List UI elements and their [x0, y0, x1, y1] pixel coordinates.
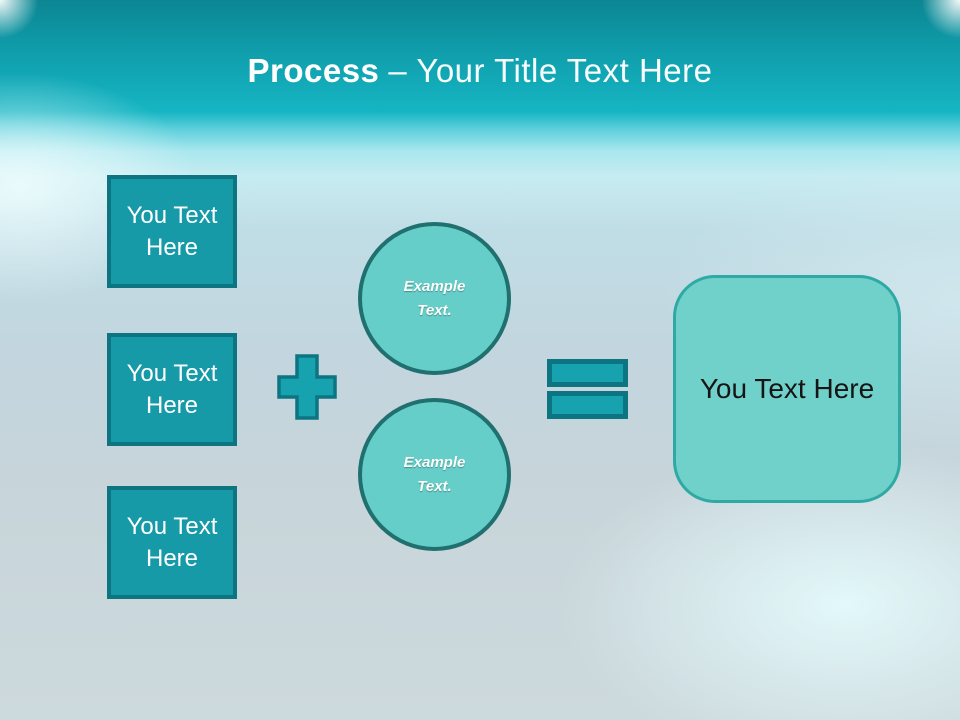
input-box-2-label: You Text Here: [126, 360, 218, 419]
example-circle-1-label: Example Text.: [403, 277, 466, 319]
title-topic: Process: [247, 52, 380, 89]
title-subtitle: – Your Title Text Here: [388, 52, 713, 89]
equals-icon: [547, 359, 628, 419]
equals-bar-top: [547, 359, 628, 387]
input-box-1: You Text Here: [107, 175, 237, 288]
slide-title: Process– Your Title Text Here: [0, 52, 960, 90]
input-box-1-label: You Text Here: [126, 202, 218, 261]
equals-bar-bottom: [547, 391, 628, 419]
example-circle-2: Example Text.: [358, 398, 511, 551]
input-box-3-label: You Text Here: [126, 513, 218, 572]
result-box-label: You Text Here: [699, 373, 875, 404]
result-box: You Text Here: [673, 275, 901, 503]
example-circle-1: Example Text.: [358, 222, 511, 375]
input-box-2: You Text Here: [107, 333, 237, 446]
plus-icon: [277, 354, 337, 420]
example-circle-2-label: Example Text.: [403, 453, 466, 495]
input-box-3: You Text Here: [107, 486, 237, 599]
